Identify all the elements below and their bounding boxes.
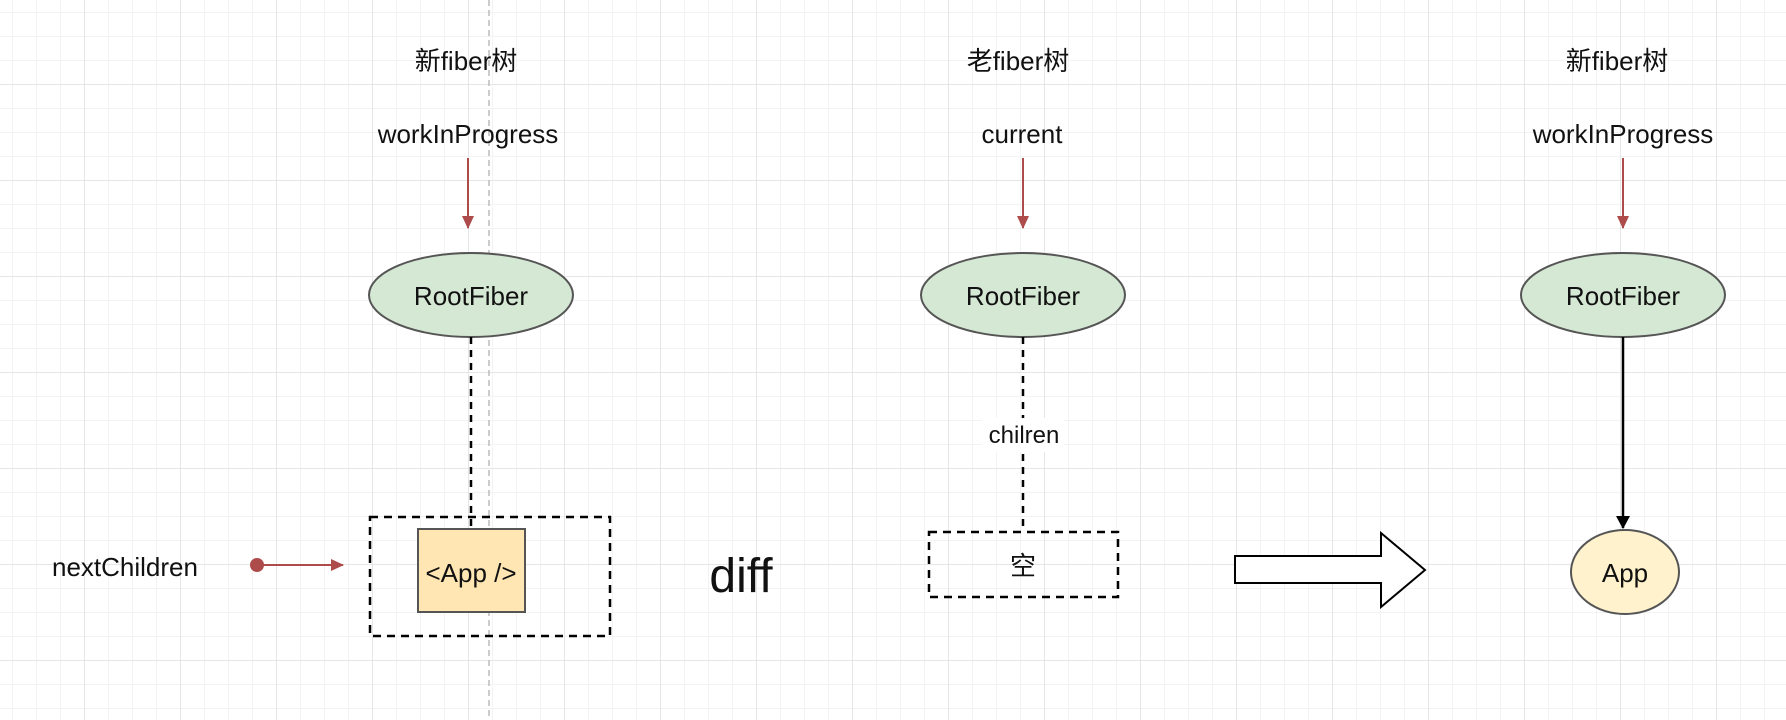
left-pointer-label: workInProgress	[377, 119, 559, 149]
left-title: 新fiber树	[415, 46, 518, 76]
right-pointer-label: workInProgress	[1532, 119, 1714, 149]
app-fiber-label: App	[1602, 558, 1648, 588]
empty-child-label: 空	[1010, 551, 1036, 581]
left-children-container[interactable]	[368, 515, 612, 638]
chilren-edge-label: chilren	[989, 422, 1060, 449]
app-element-label: <App />	[425, 558, 516, 588]
transform-arrow	[1234, 530, 1427, 610]
middle-title: 老fiber树	[967, 46, 1070, 76]
next-children-label: nextChildren	[52, 552, 198, 582]
middle-pointer-label: current	[982, 119, 1064, 149]
right-root-fiber-label: RootFiber	[1566, 281, 1680, 311]
app-element-box[interactable]	[417, 528, 526, 613]
right-title: 新fiber树	[1566, 46, 1669, 76]
middle-root-fiber-label: RootFiber	[966, 281, 1080, 311]
app-fiber-node[interactable]	[1570, 529, 1680, 615]
diff-label: diff	[709, 550, 773, 603]
chilren-label-bg	[982, 418, 1064, 452]
left-root-fiber-label: RootFiber	[414, 281, 528, 311]
